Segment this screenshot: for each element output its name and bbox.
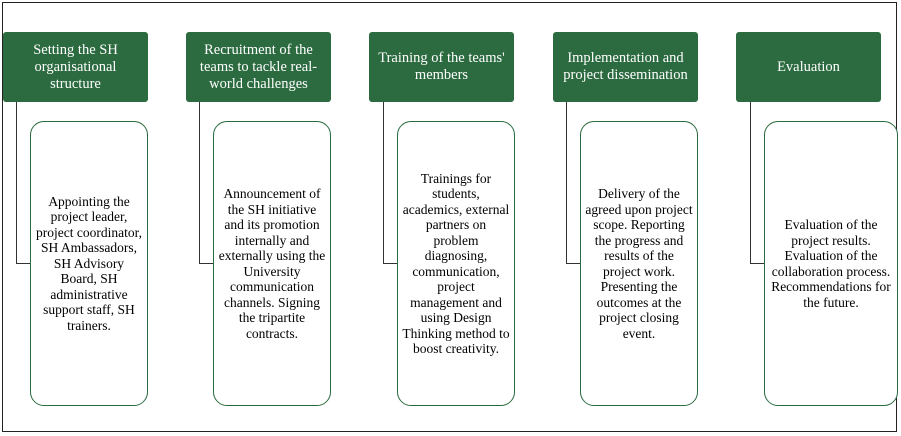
step-5-connector-horizontal [750,263,764,264]
step-3-connector-horizontal [383,263,397,264]
step-1-card: Appointing the project leader, project c… [30,121,148,406]
step-1-connector-horizontal [16,263,30,264]
step-2-header: Recruitment of the teams to tackle real-… [186,32,331,102]
step-5-connector-vertical [750,102,751,264]
step-2-connector-vertical [199,102,200,264]
step-1-header: Setting the SH organisational structure [3,32,148,102]
step-4-header: Implementation and project dissemination [553,32,698,102]
step-3-card: Trainings for students, academics, exter… [397,121,515,406]
step-5-card: Evaluation of the project results. Evalu… [764,121,898,406]
step-2-card: Announcement of the SH initiative and it… [213,121,331,406]
step-3-header: Training of the teams' members [369,32,514,102]
step-5-header: Evaluation [736,32,881,102]
step-2-connector-horizontal [199,263,213,264]
step-3-connector-vertical [383,102,384,264]
step-4-card: Delivery of the agreed upon project scop… [580,121,698,406]
step-1-connector-vertical [16,102,17,264]
step-4-connector-vertical [566,102,567,264]
step-4-connector-horizontal [566,263,580,264]
